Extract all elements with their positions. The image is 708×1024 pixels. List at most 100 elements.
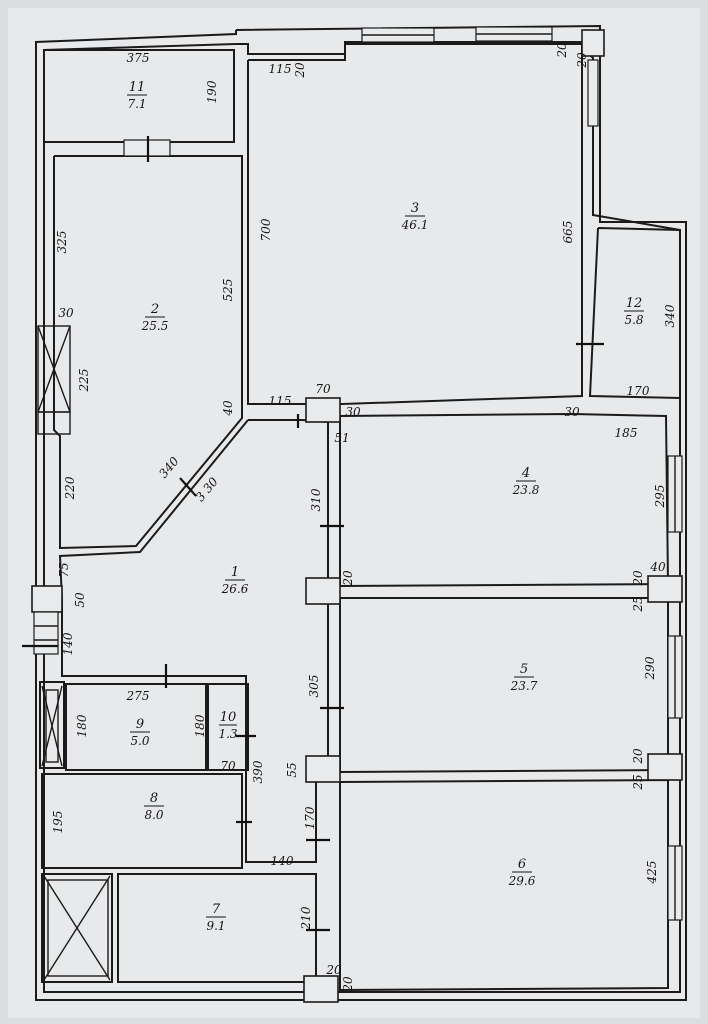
dim-55: 55 — [285, 762, 299, 777]
pillar-1 — [305, 397, 341, 423]
pillar-8 — [581, 29, 605, 57]
dim-40: 40 — [221, 400, 235, 417]
room-label-11: 11 7.1 — [127, 80, 147, 111]
room-4-number: 4 — [521, 466, 530, 481]
room-label-3: 3 46.1 — [401, 201, 429, 232]
room-11-number: 11 — [129, 80, 146, 95]
dim-20-row4-left: 20 — [341, 570, 355, 587]
room-3-walls — [247, 43, 583, 405]
room-9-area: 5.0 — [130, 734, 149, 748]
room-8-area: 8.0 — [144, 808, 163, 822]
room-label-1: 1 26.6 — [221, 565, 249, 596]
shaft-upper-cross-2 — [37, 325, 71, 413]
dim-210: 210 — [299, 906, 313, 930]
door-marks — [22, 136, 604, 932]
dim-305: 305 — [307, 675, 321, 698]
room-label-12: 12 5.8 — [624, 296, 644, 327]
pillar-7 — [31, 585, 63, 613]
room-7-number: 7 — [212, 902, 221, 917]
room-label-9: 9 5.0 — [130, 717, 150, 748]
room-7-area: 9.1 — [206, 919, 225, 933]
dim-20-row6: 20 — [631, 748, 645, 765]
dim-325: 325 — [55, 231, 69, 254]
room-label-7: 7 9.1 — [206, 902, 226, 933]
dimension-labels: 375 190 115 20 20 20 700 665 325 525 30 … — [51, 42, 677, 993]
dim-290: 290 — [643, 656, 657, 680]
room-1-number: 1 — [231, 565, 239, 580]
door-mark-2 — [179, 477, 197, 497]
room-5-number: 5 — [520, 662, 528, 677]
dim-115-top: 115 — [269, 62, 292, 76]
room-11-area: 7.1 — [127, 97, 146, 111]
room-label-10: 10 1.3 — [218, 710, 237, 741]
room-label-8: 8 8.0 — [144, 791, 164, 822]
dim-295: 295 — [653, 485, 667, 509]
room-label-4: 4 23.8 — [512, 466, 540, 497]
room-2-walls — [53, 155, 243, 550]
dim-20-top-right-b: 20 — [575, 52, 589, 69]
dim-51: 51 — [334, 431, 349, 445]
room-6-number: 6 — [518, 857, 526, 872]
dim-30-left: 30 — [58, 306, 74, 320]
shaft-a-walls — [39, 681, 65, 769]
windows — [33, 26, 683, 921]
dim-340-right: 340 — [663, 304, 677, 327]
dim-70-mid: 70 — [315, 382, 331, 396]
dim-390: 390 — [251, 760, 265, 783]
dim-665: 665 — [561, 221, 575, 244]
room-label-2: 2 25.5 — [141, 302, 169, 333]
pillar-4 — [305, 755, 341, 783]
shaft-b-inner — [47, 879, 109, 977]
window-left-1 — [33, 611, 59, 655]
dim-30-mid-b: 30 — [564, 405, 580, 419]
room-10-walls — [207, 683, 249, 771]
dim-170-top: 170 — [627, 384, 650, 398]
room-1-area: 26.6 — [221, 582, 249, 596]
outer-wall-outline — [35, 24, 687, 1001]
dim-190: 190 — [205, 80, 219, 103]
room-3-area: 46.1 — [401, 218, 429, 232]
room-6-area: 29.6 — [508, 874, 536, 888]
dim-20-bottom-b: 20 — [341, 976, 355, 993]
room-label-6: 6 29.6 — [508, 857, 536, 888]
pillar-3 — [647, 575, 683, 603]
dim-195: 195 — [51, 811, 65, 834]
room-5-area: 23.7 — [510, 679, 538, 693]
dim-20-bottom-a: 20 — [325, 963, 342, 977]
dim-225: 225 — [77, 369, 91, 393]
dim-25-row5: 25 — [631, 596, 645, 612]
dim-310: 310 — [309, 488, 323, 511]
room-7-walls — [117, 873, 317, 983]
room-8-number: 8 — [150, 791, 158, 806]
room-12-number: 12 — [626, 296, 643, 311]
pillar-2 — [305, 577, 341, 605]
dim-115-mid: 115 — [269, 394, 292, 408]
dim-70-small: 70 — [220, 759, 236, 773]
dim-275: 275 — [126, 689, 150, 703]
pillar-5 — [647, 753, 683, 781]
window-right-3 — [587, 59, 599, 127]
shaft-b-cross-2 — [43, 875, 111, 981]
pillars — [31, 29, 683, 1003]
room-10-area: 1.3 — [218, 727, 237, 741]
dim-180-b: 180 — [193, 714, 207, 737]
dim-180-a: 180 — [75, 714, 89, 737]
shaft-a-inner — [45, 689, 59, 763]
dim-140-bottom: 140 — [271, 854, 294, 868]
room-9-number: 9 — [136, 717, 144, 732]
pillar-6 — [303, 975, 339, 1003]
dim-25-row6: 25 — [631, 774, 645, 790]
room-9-walls — [65, 683, 207, 771]
dim-50: 50 — [73, 592, 87, 608]
room-12-walls — [588, 227, 681, 400]
dim-170-vert: 170 — [303, 806, 317, 829]
room-label-5: 5 23.7 — [510, 662, 538, 693]
room-4-walls — [339, 412, 670, 588]
room-4-area: 23.8 — [512, 483, 540, 497]
room-6-walls — [339, 778, 669, 992]
dim-425: 425 — [645, 861, 659, 885]
shaft-upper-base — [37, 411, 71, 435]
dim-75: 75 — [57, 562, 71, 577]
dim-375: 375 — [127, 51, 150, 65]
